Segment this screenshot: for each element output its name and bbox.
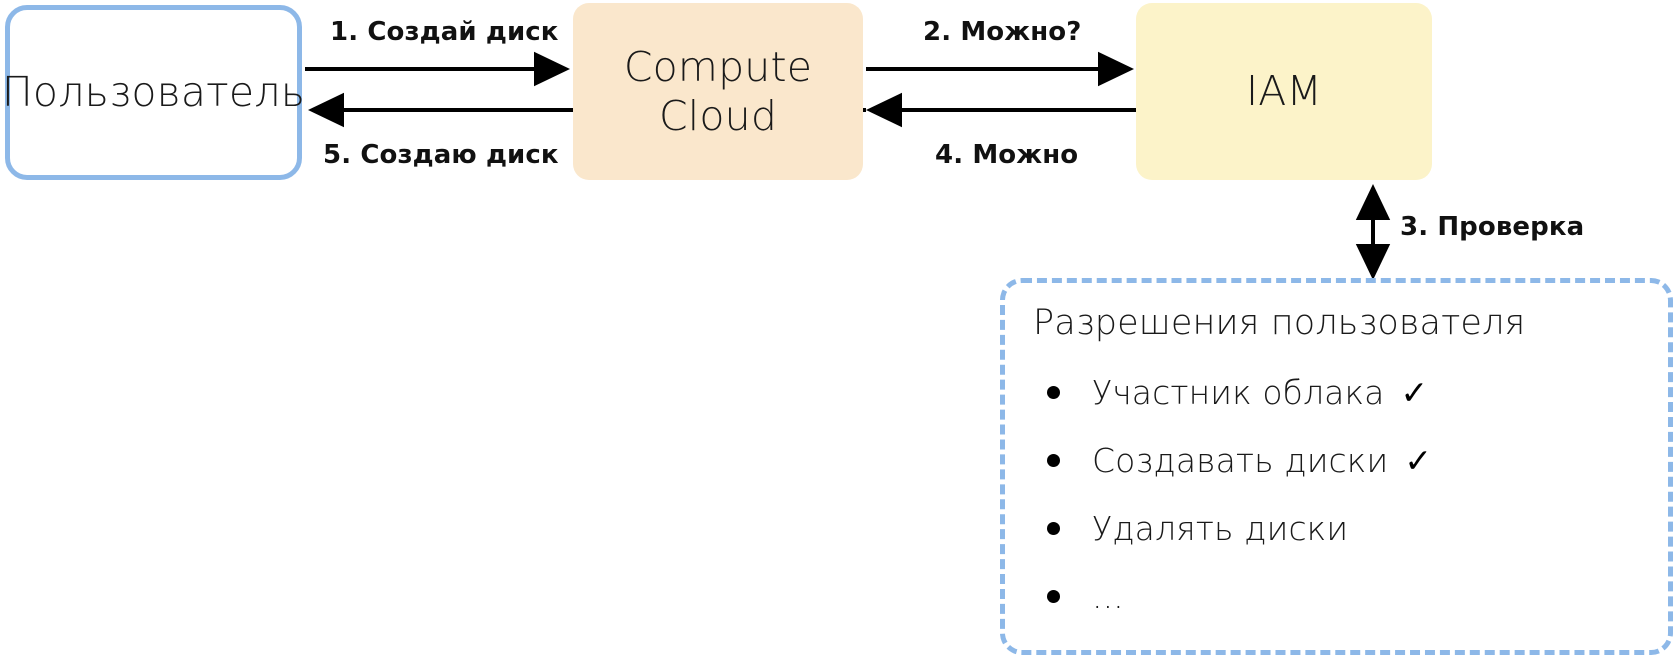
bullet-icon	[1047, 385, 1060, 399]
permission-label: Участник облака	[1092, 372, 1385, 412]
node-compute-cloud-label-line1: Compute	[623, 43, 813, 92]
node-compute-cloud-label-line2: Cloud	[658, 91, 778, 140]
permissions-title: Разрешения пользователя	[1033, 303, 1526, 343]
list-item[interactable]: Удалять диски	[1033, 494, 1432, 562]
permission-label: Создавать диски	[1092, 440, 1389, 480]
edge-label-3-check: 3. Проверка	[1400, 212, 1585, 242]
edge-label-4-allowed: 4. Можно	[935, 140, 1079, 170]
edge-label-5-creating-disk: 5. Создаю диск	[323, 140, 559, 170]
permissions-list: Участник облака ✓ Создавать диски ✓ Удал…	[1033, 358, 1432, 630]
list-item[interactable]: Участник облака ✓	[1033, 358, 1432, 426]
edge-label-2-allowed-question: 2. Можно?	[923, 17, 1082, 47]
node-compute-cloud-label: Compute Cloud	[624, 43, 812, 140]
bullet-icon	[1047, 589, 1060, 603]
permissions-box[interactable]: Разрешения пользователя Участник облака …	[1000, 278, 1673, 655]
node-iam-label: IAM	[1245, 67, 1323, 116]
node-compute-cloud[interactable]: Compute Cloud	[573, 3, 863, 180]
node-iam[interactable]: IAM	[1136, 3, 1432, 180]
permission-label: ...	[1092, 576, 1124, 616]
permission-label: Удалять диски	[1092, 508, 1349, 548]
bullet-icon	[1047, 521, 1060, 535]
check-icon: ✓	[1400, 372, 1429, 412]
node-user[interactable]: Пользователь	[1, 5, 306, 180]
check-icon: ✓	[1404, 440, 1433, 480]
edge-label-1-create-disk: 1. Создай диск	[330, 17, 559, 47]
bullet-icon	[1047, 453, 1060, 467]
node-user-label: Пользователь	[1, 68, 306, 117]
list-item[interactable]: ...	[1033, 562, 1432, 630]
list-item[interactable]: Создавать диски ✓	[1033, 426, 1432, 494]
